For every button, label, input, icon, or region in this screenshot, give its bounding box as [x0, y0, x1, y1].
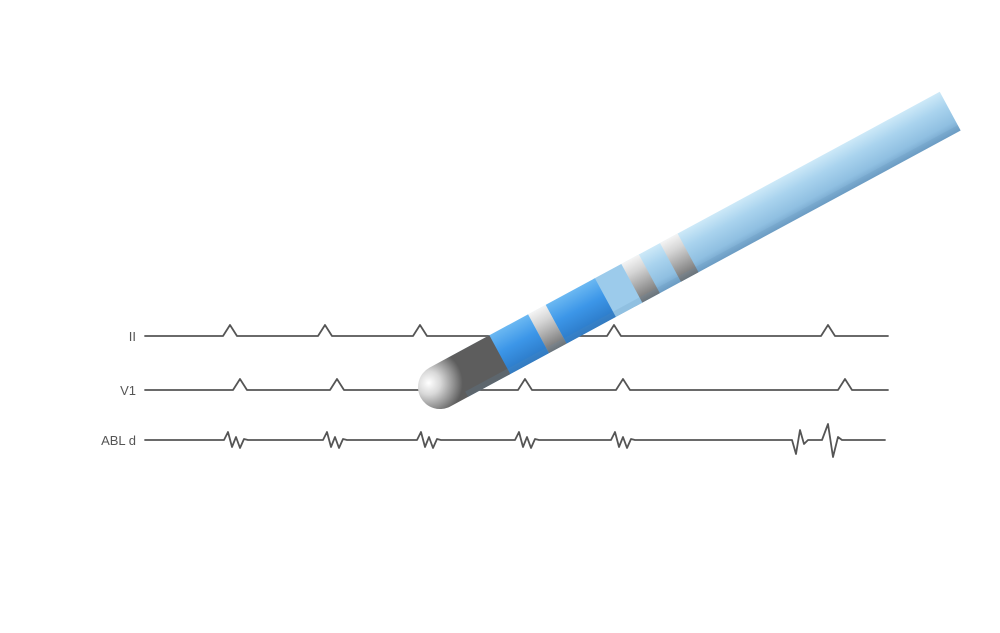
trace-lead-ii	[144, 324, 889, 337]
catheter-section	[593, 263, 643, 318]
ablation-catheter-icon	[418, 91, 961, 409]
ring-electrode-3	[621, 254, 660, 303]
trace-lead-v1	[144, 378, 889, 391]
ring-electrode-2	[528, 304, 567, 354]
tip-electrode	[418, 335, 511, 409]
trace-lead-abl-d	[144, 423, 886, 458]
ecg-traces	[144, 324, 889, 458]
blue-electrode-band-distal	[487, 314, 549, 375]
lead-label-v1: V1	[120, 383, 136, 398]
lead-label-ii: II	[129, 329, 136, 344]
blue-electrode-band	[545, 278, 616, 344]
lead-label-abl-d: ABL d	[101, 433, 136, 448]
ring-electrode-4	[660, 233, 699, 282]
